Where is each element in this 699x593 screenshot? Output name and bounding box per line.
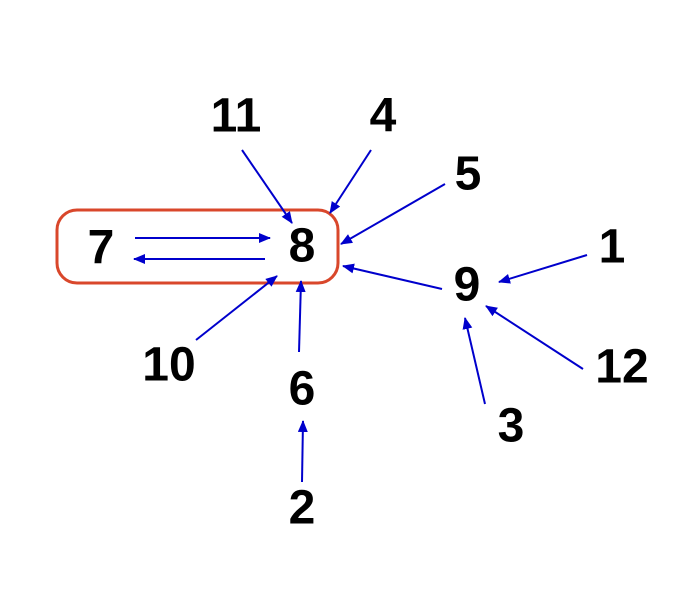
edge-12-to-9 <box>485 305 584 370</box>
node-label-12: 12 <box>595 341 648 394</box>
edge-11-to-8 <box>241 149 293 224</box>
edge-2-to-6 <box>297 420 308 483</box>
edge-5-to-8 <box>340 183 446 245</box>
node-label-4: 4 <box>370 90 397 143</box>
node-label-7: 7 <box>88 222 115 275</box>
node-label-6: 6 <box>289 363 316 416</box>
node-layer: 1 2 3 4 5 6 7 8 9 10 11 12 <box>88 90 649 535</box>
edge-1-to-9 <box>498 254 588 284</box>
node-label-5: 5 <box>455 148 482 201</box>
node-label-8: 8 <box>289 220 316 273</box>
edge-3-to-9 <box>462 317 486 405</box>
node-label-9: 9 <box>454 259 481 312</box>
edge-4-to-8 <box>329 149 372 214</box>
edge-layer <box>133 149 588 483</box>
node-label-1: 1 <box>599 221 626 274</box>
edge-9-to-8 <box>342 263 443 290</box>
edge-10-to-8 <box>195 275 278 341</box>
group-outline-7-8 <box>55 208 340 285</box>
edge-6-to-8 <box>295 280 306 353</box>
node-label-11: 11 <box>211 90 262 143</box>
node-label-3: 3 <box>498 400 525 453</box>
node-label-10: 10 <box>142 339 195 392</box>
node-label-2: 2 <box>289 482 316 535</box>
